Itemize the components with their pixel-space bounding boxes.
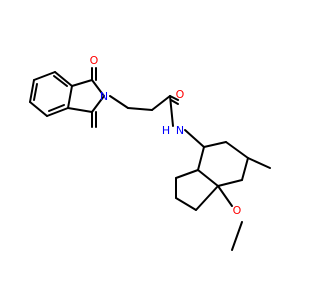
bond bbox=[33, 83, 38, 101]
bond bbox=[197, 169, 219, 187]
amide-hydrogen-label: H bbox=[162, 124, 170, 137]
bond bbox=[127, 107, 153, 111]
ring-nitrogen-label: N bbox=[100, 90, 108, 103]
bond bbox=[109, 95, 129, 109]
chemical-structure-diagram: O N O N H O bbox=[29, 54, 271, 251]
bond bbox=[48, 104, 65, 112]
bond bbox=[197, 146, 205, 171]
bond bbox=[169, 95, 174, 127]
bond bbox=[29, 79, 35, 103]
bond bbox=[225, 141, 249, 159]
bond bbox=[169, 95, 179, 101]
bond bbox=[217, 185, 233, 207]
amide-nitrogen-label: N bbox=[176, 124, 184, 137]
bond bbox=[91, 79, 105, 97]
bond bbox=[175, 169, 199, 179]
bond bbox=[67, 107, 93, 113]
bond bbox=[46, 107, 69, 117]
bond bbox=[241, 157, 249, 181]
bond bbox=[71, 79, 93, 87]
structure-canvas: O N O N H O bbox=[29, 54, 271, 251]
bond bbox=[67, 85, 73, 109]
bond bbox=[33, 71, 56, 81]
bond bbox=[247, 157, 271, 169]
bond bbox=[170, 99, 179, 105]
ketone-oxygen-label: O bbox=[90, 54, 99, 67]
bond bbox=[91, 95, 105, 113]
bond bbox=[29, 101, 48, 117]
bond bbox=[151, 95, 171, 111]
bond bbox=[175, 197, 197, 211]
bond bbox=[231, 221, 243, 251]
bond bbox=[203, 141, 227, 148]
ether-oxygen-label: O bbox=[233, 204, 242, 217]
bond bbox=[54, 71, 73, 87]
bond bbox=[53, 75, 68, 87]
bonds bbox=[29, 67, 271, 251]
bond bbox=[217, 179, 243, 187]
bond bbox=[195, 185, 219, 211]
bond bbox=[184, 129, 205, 148]
amide-oxygen-label: O bbox=[176, 88, 185, 101]
